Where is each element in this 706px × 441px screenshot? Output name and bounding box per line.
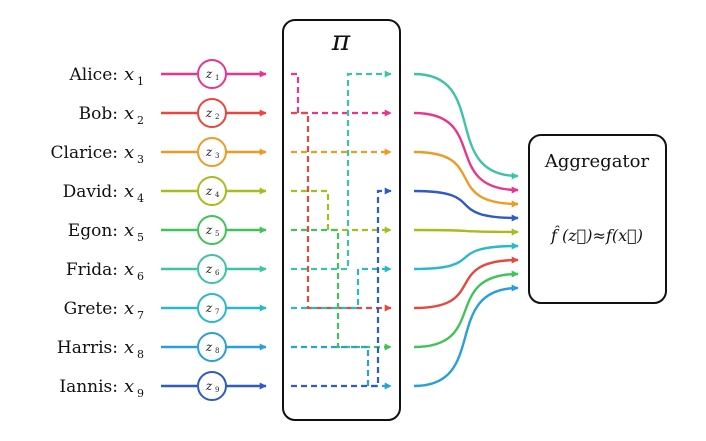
z-node-label: z (205, 106, 213, 120)
z-node-label: z (205, 223, 213, 237)
output-curves (413, 72, 519, 388)
aggregator-input-curve (413, 72, 519, 180)
participant-name: Iannis: (59, 377, 118, 397)
z-node-subscript: 4 (215, 191, 220, 199)
z-node-label: z (205, 67, 213, 81)
input-variable: x (124, 103, 134, 124)
aggregator-input-curve (413, 150, 519, 208)
input-variable: x (124, 142, 134, 163)
permutation-box (282, 19, 401, 421)
input-variable-subscript: 7 (137, 309, 144, 322)
z-node-subscript: 1 (215, 74, 219, 82)
permutation-path (291, 187, 392, 388)
aggregator-formula: f̂ (z⃗)≈f(x⃗) (550, 226, 643, 245)
z-node-label: z (205, 262, 213, 276)
aggregator-input-curve (413, 189, 519, 222)
aggregator-input-curve (413, 228, 519, 236)
input-variable: x (124, 298, 134, 319)
permutation-label: π (331, 24, 351, 57)
permutation-path (291, 72, 392, 117)
permutation-path (291, 111, 392, 312)
input-variable-subscript: 4 (137, 192, 144, 205)
z-node-subscript: 5 (215, 230, 219, 238)
input-variable: x (124, 181, 134, 202)
participant-name: David: (63, 182, 118, 202)
input-variable: x (124, 64, 134, 85)
input-variable-subscript: 5 (137, 231, 144, 244)
input-variable: x (124, 337, 134, 358)
z-node-label: z (205, 145, 213, 159)
z-node-label: z (205, 379, 213, 393)
participant-name: Clarice: (51, 143, 118, 163)
z-node-label: z (205, 340, 213, 354)
participant-name: Grete: (64, 299, 118, 319)
permutation-paths (291, 70, 392, 390)
aggregator-input-curve (413, 242, 519, 271)
z-node-subscript: 6 (215, 269, 220, 277)
z-node-label: z (205, 184, 213, 198)
aggregator-input-curve (413, 270, 519, 349)
input-variable-subscript: 1 (137, 75, 144, 88)
aggregator-input-curve (413, 284, 519, 388)
participant-name: Alice: (69, 65, 118, 85)
permutation-path (291, 70, 392, 271)
input-variable: x (124, 220, 134, 241)
input-variable: x (124, 259, 134, 280)
aggregator-title: Aggregator (544, 151, 650, 172)
input-variable: x (124, 376, 134, 397)
aggregator-box (528, 134, 667, 304)
permutation-path (291, 265, 392, 310)
input-variable-subscript: 8 (137, 348, 144, 361)
participant-name: Harris: (57, 338, 118, 358)
z-node-subscript: 8 (215, 347, 219, 355)
aggregator-input-curve (413, 111, 519, 194)
input-variable-subscript: 9 (137, 387, 144, 400)
participant-name: Bob: (79, 104, 118, 124)
participant-name: Frida: (66, 260, 118, 280)
input-variable-subscript: 6 (137, 270, 144, 283)
z-node-subscript: 2 (215, 113, 219, 121)
z-node-subscript: 3 (215, 152, 219, 160)
aggregator-input-curve (413, 256, 519, 310)
z-node-subscript: 7 (215, 308, 219, 316)
participant-name: Egon: (68, 221, 118, 241)
z-node-label: z (205, 301, 213, 315)
input-variable-subscript: 2 (137, 114, 144, 127)
z-node-subscript: 9 (215, 386, 219, 394)
input-variable-subscript: 3 (137, 153, 144, 166)
